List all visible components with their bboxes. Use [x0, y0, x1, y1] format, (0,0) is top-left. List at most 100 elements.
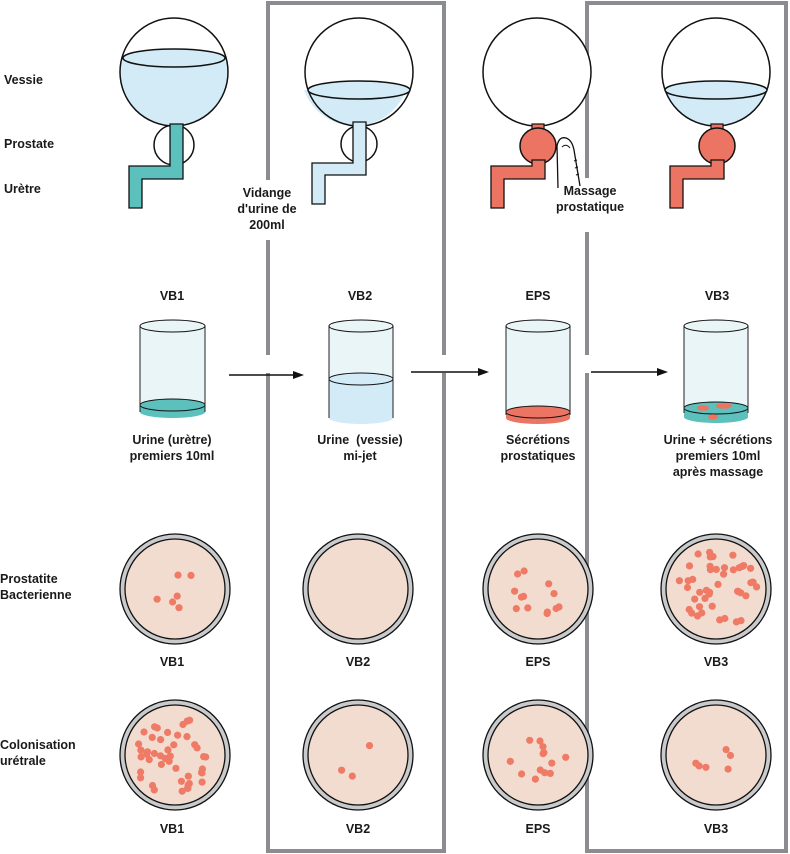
cup-vb1 [139, 319, 206, 419]
urine-surface [664, 80, 768, 100]
bacterial-colony [518, 770, 526, 778]
petri-dish-colonisation-vb2 [302, 699, 414, 811]
annotation-massage: Massage prostatique [555, 184, 625, 214]
bacterial-colony [548, 759, 556, 767]
petri-dish-colonisation-vb3 [660, 699, 772, 811]
bacterial-colony [174, 571, 182, 579]
bacterial-colony [732, 618, 741, 626]
label-uretre: Urètre [4, 182, 41, 196]
bacterial-colony [729, 551, 737, 559]
dish-label-bacterial-vb1: VB1 [159, 655, 185, 669]
bacterial-colony [722, 746, 730, 754]
bacterial-colony [173, 592, 181, 600]
bacterial-colony [524, 604, 532, 612]
bacterial-colony [520, 567, 528, 575]
cup-caption-eps: Sécrétions prostatiques [500, 433, 576, 463]
bacterial-colony [164, 746, 172, 754]
bacterial-colony [714, 580, 722, 589]
bacterial-colony [135, 740, 143, 748]
finger-icon [556, 137, 581, 189]
bacterial-colony [734, 587, 742, 595]
bacterial-colony [172, 764, 180, 772]
bacterial-colony [174, 731, 182, 739]
bacterial-colony [148, 733, 156, 742]
bacterial-colony [506, 757, 514, 765]
bacterial-colony [170, 741, 178, 749]
bacterial-colony [689, 575, 697, 584]
column-header-vb3: VB3 [704, 289, 730, 303]
bacterial-colony [512, 605, 520, 613]
bacterial-colony [137, 746, 145, 754]
bacterial-colony [148, 781, 157, 790]
dish-label-colonisation-vb2: VB2 [345, 822, 371, 836]
dish-label-bacterial-vb3: VB3 [703, 655, 729, 669]
cup-eps [505, 319, 571, 424]
bacterial-colony [721, 614, 729, 623]
cup-vb2 [328, 319, 394, 424]
bacterial-colony [520, 592, 528, 601]
bacterial-colony [365, 742, 374, 750]
bacterial-colony [510, 587, 519, 595]
bacterial-colony [726, 751, 735, 760]
label-vessie: Vessie [4, 73, 43, 87]
bacterial-colony [536, 737, 544, 745]
bacterial-colony [153, 724, 161, 732]
urethra [311, 121, 367, 205]
urethra [490, 159, 546, 209]
bacterial-colony [712, 565, 720, 574]
urine-surface [307, 80, 411, 100]
urethra [128, 123, 184, 209]
bacterial-colony [555, 603, 563, 611]
anatomy-vb3 [661, 17, 771, 209]
label-colonisation: Colonisation urétrale [0, 738, 76, 768]
bacterial-colony [145, 756, 153, 764]
bacterial-colony [706, 553, 714, 561]
bacterial-colony [720, 570, 728, 578]
bacterial-colony [526, 736, 534, 744]
anatomy-vb1 [119, 17, 229, 209]
bacterial-colony [143, 748, 152, 756]
dish-label-colonisation-vb1: VB1 [159, 822, 185, 836]
cup-caption-vb3: Urine + sécrétions premiers 10ml après m… [663, 433, 773, 479]
bacterial-colony [140, 728, 148, 736]
dish-label-colonisation-eps: EPS [525, 822, 551, 836]
bacterial-colony [695, 603, 704, 611]
label-prostatite: Prostatite Bacterienne [0, 572, 72, 602]
prostate-enlarged [519, 127, 557, 165]
bacterial-colony [747, 564, 755, 572]
bacterial-colony [735, 564, 743, 572]
column-header-vb1: VB1 [159, 289, 185, 303]
bacterial-colony [198, 769, 206, 777]
bacterial-colony [531, 775, 540, 783]
bacterial-colony [157, 760, 165, 769]
anatomy-vb2 [301, 17, 414, 205]
bacterial-colony [742, 592, 750, 600]
bacterial-colony [688, 609, 696, 617]
bacterial-colony [720, 564, 729, 572]
prostate-enlarged [698, 127, 736, 165]
bacterial-colony [169, 598, 177, 606]
cup-caption-vb1: Urine (urètre) premiers 10ml [129, 433, 215, 463]
bacterial-colony [702, 763, 710, 771]
bacterial-colony [137, 768, 145, 776]
arrow-vb2-to-eps [411, 368, 489, 376]
bacterial-colony [175, 604, 183, 612]
bacterial-colony [177, 777, 185, 785]
arrow-vb1-to-vb2 [229, 371, 304, 379]
bacterial-colony [156, 752, 165, 760]
bacterial-colony [153, 595, 161, 603]
frame-vb2 [266, 1, 446, 853]
bacterial-colony [187, 571, 195, 580]
dish-label-bacterial-eps: EPS [525, 655, 551, 669]
column-header-eps: EPS [525, 289, 551, 303]
bacterial-colony [545, 580, 553, 588]
bacterial-colony [179, 720, 187, 729]
bacterial-colony [705, 590, 713, 598]
dish-label-colonisation-vb3: VB3 [703, 822, 729, 836]
bacterial-colony [747, 579, 755, 587]
bladder [482, 17, 592, 127]
annotation-vidange: Vidange d'urine de 200ml [237, 186, 297, 232]
bacterial-colony [185, 779, 193, 788]
cup-caption-vb2: Urine (vessie) mi-jet [317, 433, 403, 463]
